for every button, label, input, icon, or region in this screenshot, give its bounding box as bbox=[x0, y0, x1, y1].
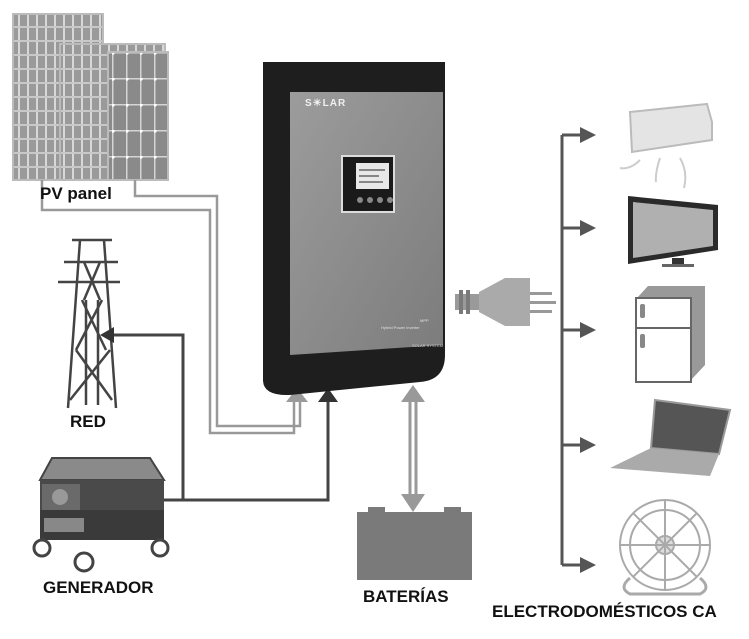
air-conditioner-icon bbox=[619, 102, 713, 189]
television-icon bbox=[628, 196, 718, 267]
generator-arrow-icon bbox=[318, 388, 338, 402]
laptop-icon bbox=[610, 398, 732, 476]
fan-icon bbox=[619, 499, 711, 596]
arrow-tv-icon bbox=[580, 220, 596, 236]
inverter-brand: S☀LAR bbox=[305, 98, 347, 109]
plug-icon bbox=[455, 278, 556, 326]
pv-panel-label: PV panel bbox=[40, 184, 112, 203]
pv-arrow-icon bbox=[286, 388, 308, 402]
refrigerator-icon bbox=[635, 286, 705, 383]
pv-wire bbox=[40, 180, 302, 435]
arrow-laptop-icon bbox=[580, 437, 596, 453]
grid-tower-icon bbox=[58, 238, 120, 409]
inverter-footer: SOLAR SYSTEM bbox=[412, 343, 444, 348]
battery-icon bbox=[357, 507, 472, 580]
arrow-ac-icon bbox=[580, 127, 596, 143]
appliances-label: ELECTRODOMÉSTICOS CA bbox=[492, 602, 717, 621]
grid-arrow-icon bbox=[100, 327, 114, 343]
ac-input-wire bbox=[112, 333, 330, 502]
grid-label: RED bbox=[70, 412, 106, 431]
inverter-model: MPP bbox=[420, 318, 429, 323]
inverter-subtitle: Hybrid Power Inverter bbox=[381, 325, 420, 330]
battery-arrow-down-icon bbox=[401, 494, 425, 512]
battery-arrow-up-icon bbox=[401, 385, 425, 402]
arrow-fan-icon bbox=[580, 557, 596, 573]
pv-panel-icon bbox=[12, 13, 169, 181]
inverter-icon bbox=[263, 62, 445, 396]
battery-wire bbox=[408, 400, 418, 500]
batteries-label: BATERÍAS bbox=[363, 587, 449, 606]
appliance-arrows bbox=[580, 127, 596, 573]
generator-label: GENERADOR bbox=[43, 578, 154, 597]
arrow-fridge-icon bbox=[580, 322, 596, 338]
generator-icon bbox=[32, 457, 170, 573]
ac-output-bus bbox=[560, 133, 582, 567]
